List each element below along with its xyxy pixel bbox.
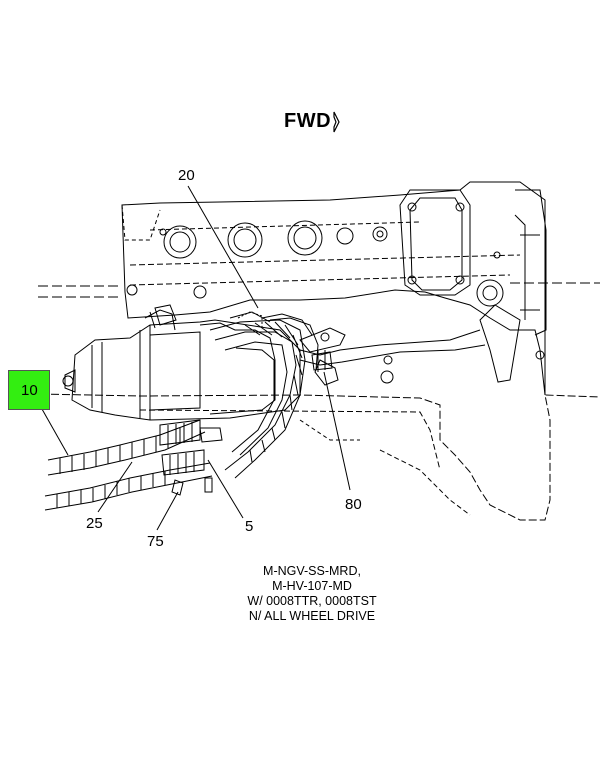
starter-motor xyxy=(71,319,301,421)
callout-10-highlight[interactable]: 10 xyxy=(8,370,50,410)
note-line: N/ ALL WHEEL DRIVE xyxy=(248,609,376,623)
applicability-notes: M-NGV-SS-MRD, M-HV-107-MD W/ 0008TTR, 00… xyxy=(212,564,412,624)
forward-direction-label: FWD xyxy=(284,110,331,133)
oil-pan-outline xyxy=(39,393,601,521)
leader-20 xyxy=(187,185,259,309)
leader-10 xyxy=(37,401,69,456)
leader-25 xyxy=(97,461,133,513)
leader-5 xyxy=(207,459,244,519)
callout-10: 10 xyxy=(21,382,38,399)
callout-5: 5 xyxy=(245,518,254,535)
front-cover-plate xyxy=(399,189,471,296)
callout-20: 20 xyxy=(178,167,195,184)
leader-75 xyxy=(156,491,179,531)
note-line: W/ 0008TTR, 0008TST xyxy=(247,594,377,608)
leader-80 xyxy=(323,371,351,491)
note-line: M-HV-107-MD xyxy=(272,579,352,593)
callout-75: 75 xyxy=(147,533,164,550)
note-line: M-NGV-SS-MRD, xyxy=(263,564,361,578)
fwd-text: FWD xyxy=(284,110,332,132)
callout-80: 80 xyxy=(345,496,362,513)
callout-25: 25 xyxy=(86,515,103,532)
harness-lower-left xyxy=(44,462,213,511)
fwd-arrow-icon xyxy=(333,111,340,133)
engine-block-outline xyxy=(121,181,546,396)
